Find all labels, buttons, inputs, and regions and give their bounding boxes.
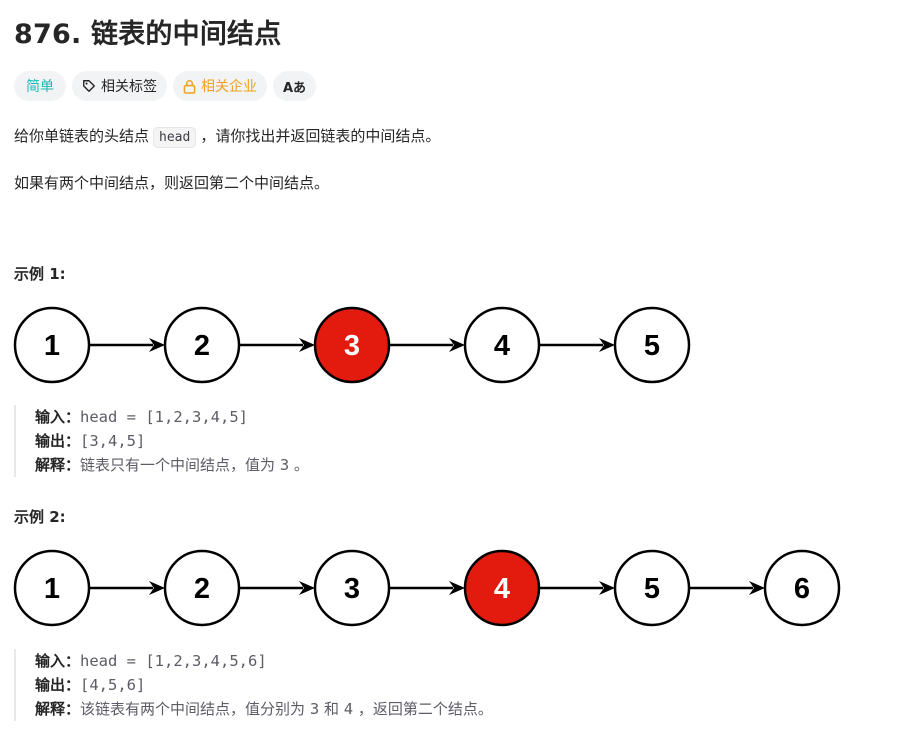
list-node-1: 1 — [13, 306, 91, 384]
arrow-3-to-4 — [389, 338, 465, 352]
input-value: head = [1,2,3,4,5,6] — [80, 652, 267, 670]
description-paragraph-2: 如果有两个中间结点，则返回第二个中间结点。 — [14, 174, 330, 192]
example-1-output-row: 输出：[3,4,5] — [35, 429, 309, 453]
example-1-linked-list-diagram: 1 2 3 4 5 — [13, 306, 691, 384]
arrow-1-to-2 — [89, 581, 165, 595]
arrow-5-to-6 — [689, 581, 765, 595]
list-node-label: 3 — [344, 573, 360, 605]
example-2-linked-list-diagram: 1 2 3 4 5 6 — [13, 549, 841, 627]
list-node-5: 5 — [613, 306, 691, 384]
explain-text: ，返回第二个结点。 — [357, 700, 493, 718]
list-node-label: 6 — [794, 573, 810, 605]
description-text: ，请你找出并返回链表的中间结点。 — [200, 127, 441, 145]
arrow-4-to-5 — [539, 581, 615, 595]
output-value: [4,5,6] — [80, 676, 146, 694]
output-value: [3,4,5] — [80, 432, 146, 450]
arrow-3-to-4 — [389, 581, 465, 595]
example-2-output-row: 输出：[4,5,6] — [35, 673, 493, 697]
list-node-5: 5 — [613, 549, 691, 627]
list-node-label: 4 — [494, 330, 510, 362]
explain-value: 3 — [279, 456, 290, 474]
explain-label: 解释： — [35, 456, 81, 474]
list-node-6: 6 — [763, 549, 841, 627]
input-label: 输入： — [35, 652, 81, 670]
example-2-block: 输入：head = [1,2,3,4,5,6] 输出：[4,5,6] 解释：该链… — [14, 649, 493, 721]
lock-icon — [183, 79, 196, 94]
list-node-3: 3 — [313, 549, 391, 627]
related-companies-label: 相关企业 — [201, 79, 257, 95]
explain-text: 该链表有两个中间结点，值分别为 — [80, 700, 306, 718]
explain-value: 3 — [309, 700, 320, 718]
input-value: head = [1,2,3,4,5] — [80, 408, 248, 426]
problem-title: 876. 链表的中间结点 — [14, 19, 282, 50]
example-2-explain-row: 解释：该链表有两个中间结点，值分别为 3 和 4 ，返回第二个结点。 — [35, 697, 493, 721]
example-1-input-row: 输入：head = [1,2,3,4,5] — [35, 405, 309, 429]
related-tags-button[interactable]: 相关标签 — [72, 71, 167, 101]
description-text: 给你单链表的头结点 — [14, 127, 150, 145]
explain-value: 4 — [343, 700, 354, 718]
example-2-title: 示例 2: — [14, 508, 66, 526]
example-1-title: 示例 1: — [14, 265, 66, 283]
list-node-label: 1 — [44, 573, 60, 605]
tag-icon — [82, 79, 96, 93]
list-node-label: 5 — [644, 573, 660, 605]
example-1-block: 输入：head = [1,2,3,4,5] 输出：[3,4,5] 解释：链表只有… — [14, 405, 309, 477]
input-label: 输入： — [35, 408, 81, 426]
list-node-label: 5 — [644, 330, 660, 362]
difficulty-tag[interactable]: 简单 — [14, 71, 66, 101]
explain-text: 和 — [323, 700, 339, 718]
list-node-3: 3 — [313, 306, 391, 384]
related-companies-button[interactable]: 相关企业 — [173, 71, 267, 101]
output-label: 输出： — [35, 676, 81, 694]
list-node-label: 2 — [194, 330, 210, 362]
list-node-2: 2 — [163, 549, 241, 627]
tag-bar: 简单 相关标签 相关企业 Aあ — [14, 71, 317, 101]
difficulty-label: 简单 — [26, 79, 54, 95]
arrow-2-to-3 — [239, 581, 315, 595]
output-label: 输出： — [35, 432, 81, 450]
arrow-4-to-5 — [539, 338, 615, 352]
arrow-1-to-2 — [89, 338, 165, 352]
list-node-label: 1 — [44, 330, 60, 362]
list-node-label: 2 — [194, 573, 210, 605]
explain-text: 。 — [293, 456, 309, 474]
explain-text: 链表只有一个中间结点，值为 — [80, 456, 276, 474]
translate-icon: Aあ — [283, 80, 307, 96]
translate-button[interactable]: Aあ — [273, 71, 317, 101]
list-node-label: 4 — [494, 573, 510, 605]
example-1-explain-row: 解释：链表只有一个中间结点，值为 3 。 — [35, 453, 309, 477]
arrow-2-to-3 — [239, 338, 315, 352]
list-node-2: 2 — [163, 306, 241, 384]
explain-label: 解释： — [35, 700, 81, 718]
example-2-input-row: 输入：head = [1,2,3,4,5,6] — [35, 649, 493, 673]
list-node-4: 4 — [463, 549, 541, 627]
list-node-1: 1 — [13, 549, 91, 627]
inline-code-head: head — [153, 127, 197, 148]
related-tags-label: 相关标签 — [101, 79, 157, 95]
list-node-label: 3 — [344, 330, 360, 362]
list-node-4: 4 — [463, 306, 541, 384]
